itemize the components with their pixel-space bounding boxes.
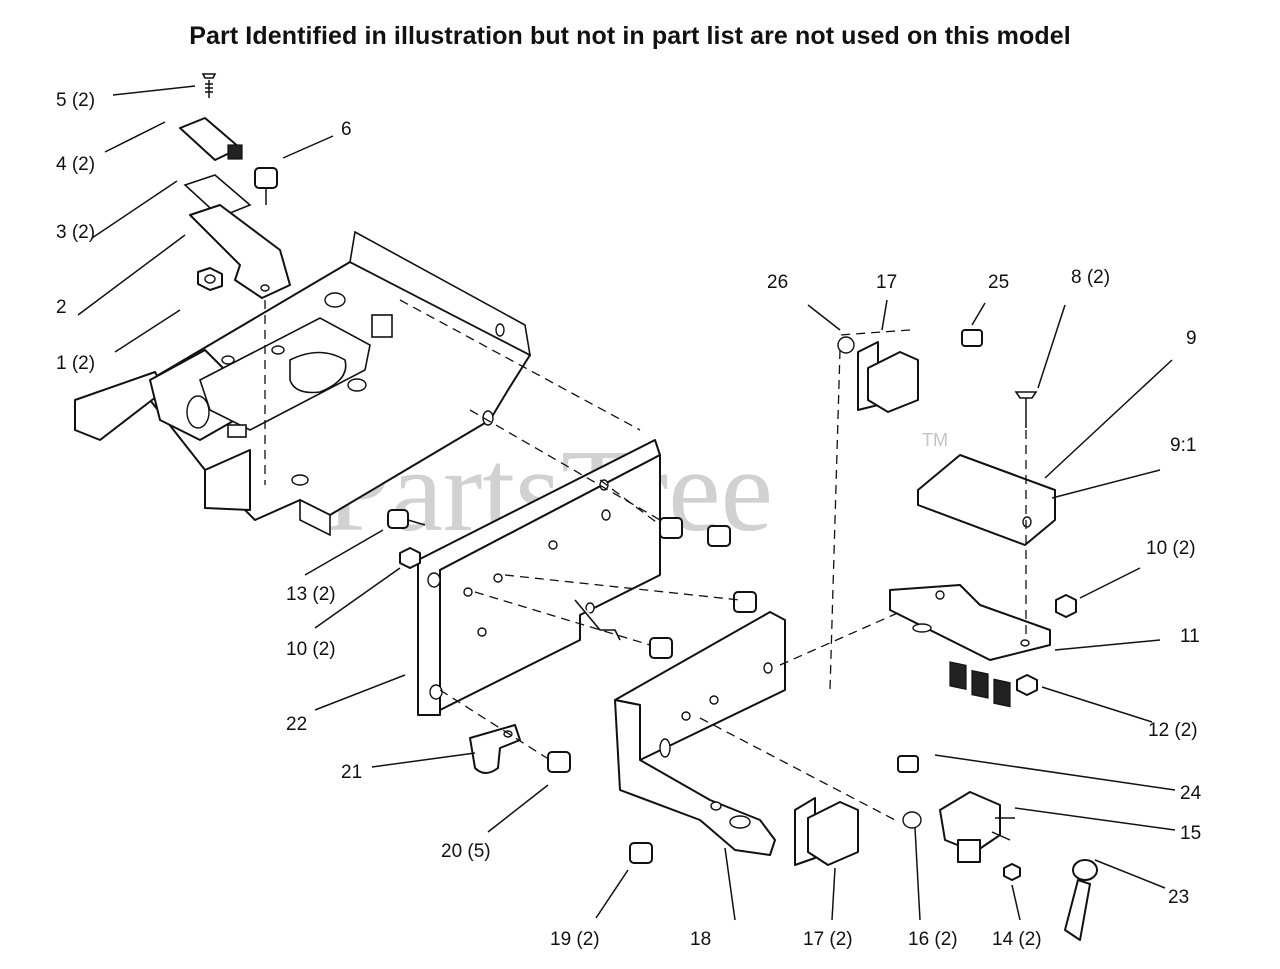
part-module-9 xyxy=(917,454,1056,708)
callout-6: 6 xyxy=(341,119,352,140)
part-bracket-11 xyxy=(889,584,1051,661)
watermark-trademark: TM xyxy=(922,430,948,450)
part-relay-17-bottom xyxy=(794,755,919,866)
part-screw-8 xyxy=(1014,391,1038,428)
part-relay-17-top xyxy=(837,329,983,413)
callout-3: 3 (2) xyxy=(56,222,95,243)
part-nut-10-left xyxy=(399,547,421,569)
callout-12: 12 (2) xyxy=(1148,720,1198,741)
callout-14: 14 (2) xyxy=(992,929,1042,950)
callout-10-right: 10 (2) xyxy=(1146,538,1196,559)
callout-labels: 5 (2) 4 (2) 6 3 (2) 2 1 (2) 26 17 25 8 (… xyxy=(56,90,1202,950)
main-mounting-plate xyxy=(74,230,532,537)
part-plate-3 xyxy=(183,174,252,218)
callout-24: 24 xyxy=(1180,783,1202,804)
callout-9: 9 xyxy=(1186,328,1197,349)
part-nut-12 xyxy=(1016,674,1038,696)
callout-4: 4 (2) xyxy=(56,154,95,175)
callout-13: 13 (2) xyxy=(286,584,336,605)
part-bracket-2 xyxy=(189,204,291,299)
callout-17-top: 17 xyxy=(876,272,897,293)
callout-17-bottom: 17 (2) xyxy=(803,929,853,950)
callout-16: 16 (2) xyxy=(908,929,958,950)
part-switch-4 xyxy=(179,117,243,161)
part-solenoid-15 xyxy=(902,791,1021,881)
callout-leaders xyxy=(77,85,1176,921)
part-bolt-6 xyxy=(254,167,278,205)
callout-8: 8 (2) xyxy=(1071,267,1110,288)
callout-18: 18 xyxy=(690,929,711,950)
callout-23: 23 xyxy=(1168,887,1189,908)
callout-22: 22 xyxy=(286,714,307,735)
callout-1: 1 (2) xyxy=(56,353,95,374)
callout-20: 20 (5) xyxy=(441,841,491,862)
alignment-lines xyxy=(264,299,1027,821)
callout-25: 25 xyxy=(988,272,1009,293)
part-screw-5 xyxy=(201,73,217,98)
callout-21: 21 xyxy=(341,762,362,783)
part-nut-10-right xyxy=(1055,594,1077,618)
part-bracket-18 xyxy=(614,611,786,856)
callout-19: 19 (2) xyxy=(550,929,600,950)
callout-15: 15 xyxy=(1180,823,1201,844)
part-cable-23 xyxy=(1064,859,1098,941)
part-bolt-13 xyxy=(387,509,426,529)
callout-11: 11 xyxy=(1180,626,1200,647)
panel-bolts xyxy=(547,517,757,864)
callout-2: 2 xyxy=(56,297,67,318)
callout-5: 5 (2) xyxy=(56,90,95,111)
callout-9-1: 9:1 xyxy=(1170,435,1196,456)
callout-10-left: 10 (2) xyxy=(286,639,336,660)
part-clamp-21 xyxy=(469,724,521,774)
page-title: Part Identified in illustration but not … xyxy=(189,22,1071,50)
callout-26: 26 xyxy=(767,272,788,293)
part-nut-1 xyxy=(197,267,223,291)
